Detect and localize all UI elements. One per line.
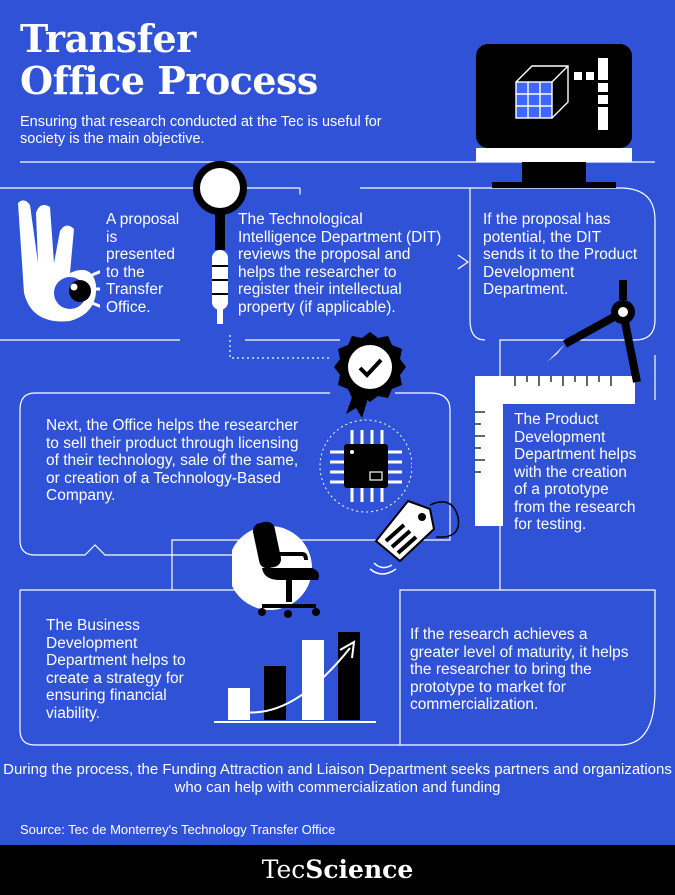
step-6-text: If the research achieves a greater level… [410,626,629,713]
price-tag-icon [369,499,460,575]
badge-check-icon [334,332,406,418]
brand-bar [0,845,675,895]
title-line-1: Transfer [20,16,196,61]
office-chair-icon [232,521,320,618]
brand-logo: TecScience [0,855,675,884]
monitor-cube-icon [476,44,632,188]
page-subtitle: Ensuring that research conducted at the … [20,114,382,147]
step-3-text: If the proposal has potential, the DIT s… [483,211,638,298]
magnifier-icon [193,161,247,324]
step-2-text: The Technological Intelligence Departmen… [238,211,442,316]
flow-lines [0,161,656,746]
step-4-text: The Product Development Department helps… [514,411,637,533]
compass-ruler-icon [475,280,641,526]
step-1-text: A proposal is presented to the Transfer … [106,211,180,316]
step-7-text: The Business Development Department help… [46,617,186,722]
brand-light: Tec [261,855,306,884]
step-5-text: Next, the Office helps the researcher to… [46,417,299,504]
funding-note: During the process, the Funding Attracti… [3,761,672,796]
growth-chart-icon [214,632,376,723]
page-title: Transfer Office Process [20,18,340,102]
source-text: Source: Tec de Monterrey's Technology Tr… [20,822,336,837]
microchip-icon [319,419,412,513]
okay-hand-icon [18,200,100,322]
brand-bold: Science [305,855,414,884]
title-line-2: Office Process [20,58,318,103]
